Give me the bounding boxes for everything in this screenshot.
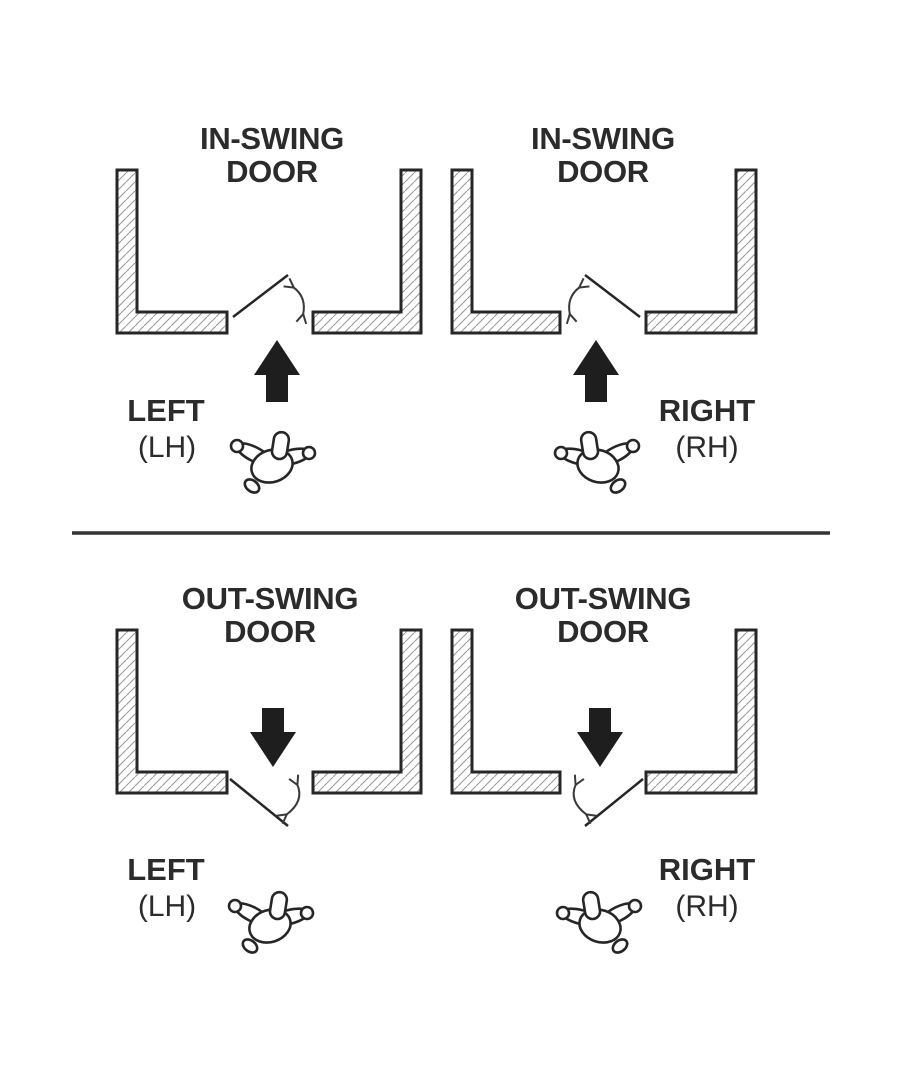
hand-abbr-lh-top: (LH) [137,431,197,464]
wall-right [311,168,423,335]
wall-right [644,628,758,795]
panel-title-in-swing-right: IN-SWING DOOR [493,122,713,188]
floor-plan-out-swing-right [450,628,758,957]
hand-label-right-top: RIGHT [658,393,756,428]
wall-left [115,628,229,795]
wall-left [115,168,229,335]
hand-label-right-bottom: RIGHT [658,852,756,887]
title-line1: IN-SWING [200,121,344,156]
title-line1: OUT-SWING [181,581,359,616]
title-line1: OUT-SWING [514,581,692,616]
hand-label-left-bottom: LEFT [127,852,205,887]
wall-left [450,168,562,335]
door-leaf-line [584,274,641,318]
direction-arrow-icon [573,340,619,402]
title-line1: IN-SWING [531,121,675,156]
wall-right [644,168,758,335]
wall-right [311,628,423,795]
wall-left [450,628,562,795]
hand-abbr-rh-top: (RH) [675,431,739,464]
floor-plan-in-swing-right [450,168,758,497]
door-leaf-line [229,778,289,827]
direction-arrow-icon [250,708,296,767]
title-line2: DOOR [226,154,318,189]
hand-label-left-top: LEFT [127,393,205,428]
floor-plan-out-swing-left [115,628,423,957]
panel-title-out-swing-left: OUT-SWING DOOR [160,582,380,648]
title-line2: DOOR [224,614,316,649]
hand-abbr-rh-bottom: (RH) [675,890,739,923]
door-swing-arc-icon [569,287,580,315]
title-line2: DOOR [557,614,649,649]
title-line2: DOOR [557,154,649,189]
direction-arrow-icon [254,340,300,402]
direction-arrow-icon [577,708,623,767]
door-swing-arc-icon [286,784,301,815]
door-leaf-line [584,778,644,827]
panel-title-out-swing-right: OUT-SWING DOOR [493,582,713,648]
door-swing-arc-icon [293,287,304,315]
panel-title-in-swing-left: IN-SWING DOOR [162,122,382,188]
floor-plan-in-swing-left [115,168,423,497]
door-leaf-line [232,274,289,318]
hand-abbr-lh-bottom: (LH) [137,890,197,923]
door-swing-arc-icon [572,784,587,815]
